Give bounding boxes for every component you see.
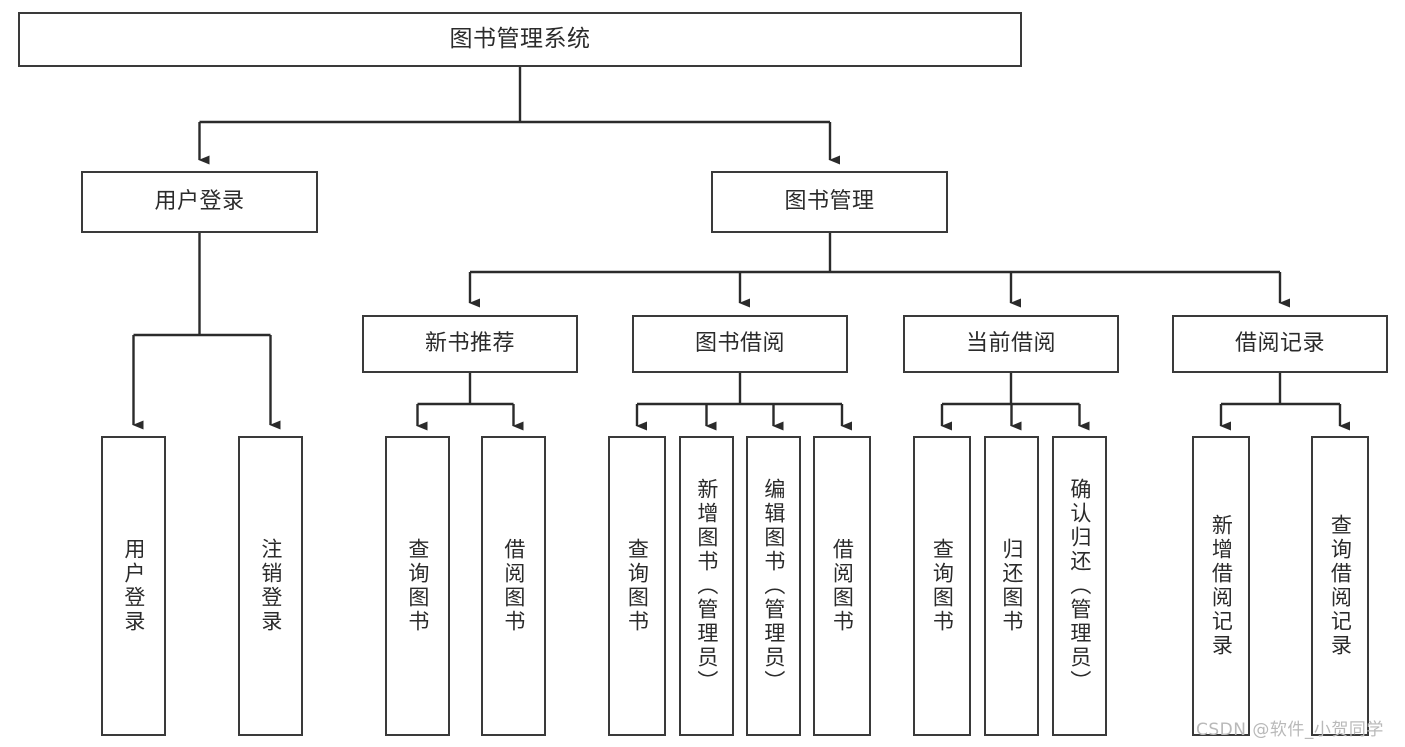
node-leaf-borrow-book-newbook[interactable]: 借阅图书 — [481, 436, 546, 736]
node-user-login-label: 用户登录 — [154, 189, 245, 215]
node-leaf-borrow-book[interactable]: 借阅图书 — [813, 436, 871, 736]
node-leaf-borrow-book-label: 借阅图书 — [830, 538, 855, 634]
node-leaf-edit-book-admin-label: 编辑图书（管理员） — [761, 478, 786, 694]
node-leaf-add-borrow-record-label: 新增借阅记录 — [1209, 514, 1234, 658]
node-borrow-record[interactable]: 借阅记录 — [1172, 315, 1388, 373]
node-current-borrow-label: 当前借阅 — [965, 331, 1056, 357]
node-book-management[interactable]: 图书管理 — [711, 171, 948, 233]
node-new-book-recommend[interactable]: 新书推荐 — [362, 315, 578, 373]
node-leaf-confirm-return-admin[interactable]: 确认归还（管理员） — [1052, 436, 1107, 736]
node-leaf-query-book-borrow-label: 查询图书 — [625, 538, 650, 634]
node-leaf-query-borrow-record[interactable]: 查询借阅记录 — [1311, 436, 1369, 736]
node-leaf-query-book-current-label: 查询图书 — [930, 538, 955, 634]
node-book-borrow-label: 图书借阅 — [694, 331, 785, 357]
node-leaf-user-login[interactable]: 用户登录 — [101, 436, 166, 736]
node-leaf-add-book-admin[interactable]: 新增图书（管理员） — [679, 436, 734, 736]
node-borrow-record-label: 借阅记录 — [1234, 331, 1325, 357]
node-leaf-return-book-label: 归还图书 — [999, 538, 1024, 634]
node-current-borrow[interactable]: 当前借阅 — [903, 315, 1119, 373]
csdn-watermark: CSDN @软件_小贺同学 — [1196, 720, 1384, 740]
node-leaf-logout-label: 注销登录 — [258, 538, 283, 634]
node-book-borrow[interactable]: 图书借阅 — [632, 315, 848, 373]
node-root-label: 图书管理系统 — [449, 25, 591, 52]
node-leaf-return-book[interactable]: 归还图书 — [984, 436, 1039, 736]
node-leaf-user-login-label: 用户登录 — [121, 538, 146, 634]
node-user-login[interactable]: 用户登录 — [81, 171, 318, 233]
node-leaf-query-book-borrow[interactable]: 查询图书 — [608, 436, 666, 736]
node-leaf-borrow-book-newbook-label: 借阅图书 — [501, 538, 526, 634]
node-leaf-query-book-current[interactable]: 查询图书 — [913, 436, 971, 736]
node-root-system[interactable]: 图书管理系统 — [18, 12, 1022, 67]
node-leaf-query-borrow-record-label: 查询借阅记录 — [1328, 514, 1353, 658]
node-leaf-add-borrow-record[interactable]: 新增借阅记录 — [1192, 436, 1250, 736]
node-leaf-query-book-newbook[interactable]: 查询图书 — [385, 436, 450, 736]
node-leaf-confirm-return-admin-label: 确认归还（管理员） — [1067, 478, 1092, 694]
node-new-book-recommend-label: 新书推荐 — [424, 331, 515, 357]
node-book-management-label: 图书管理 — [784, 189, 875, 215]
node-leaf-edit-book-admin[interactable]: 编辑图书（管理员） — [746, 436, 801, 736]
node-leaf-add-book-admin-label: 新增图书（管理员） — [694, 478, 719, 694]
node-leaf-query-book-newbook-label: 查询图书 — [405, 538, 430, 634]
node-leaf-logout[interactable]: 注销登录 — [238, 436, 303, 736]
